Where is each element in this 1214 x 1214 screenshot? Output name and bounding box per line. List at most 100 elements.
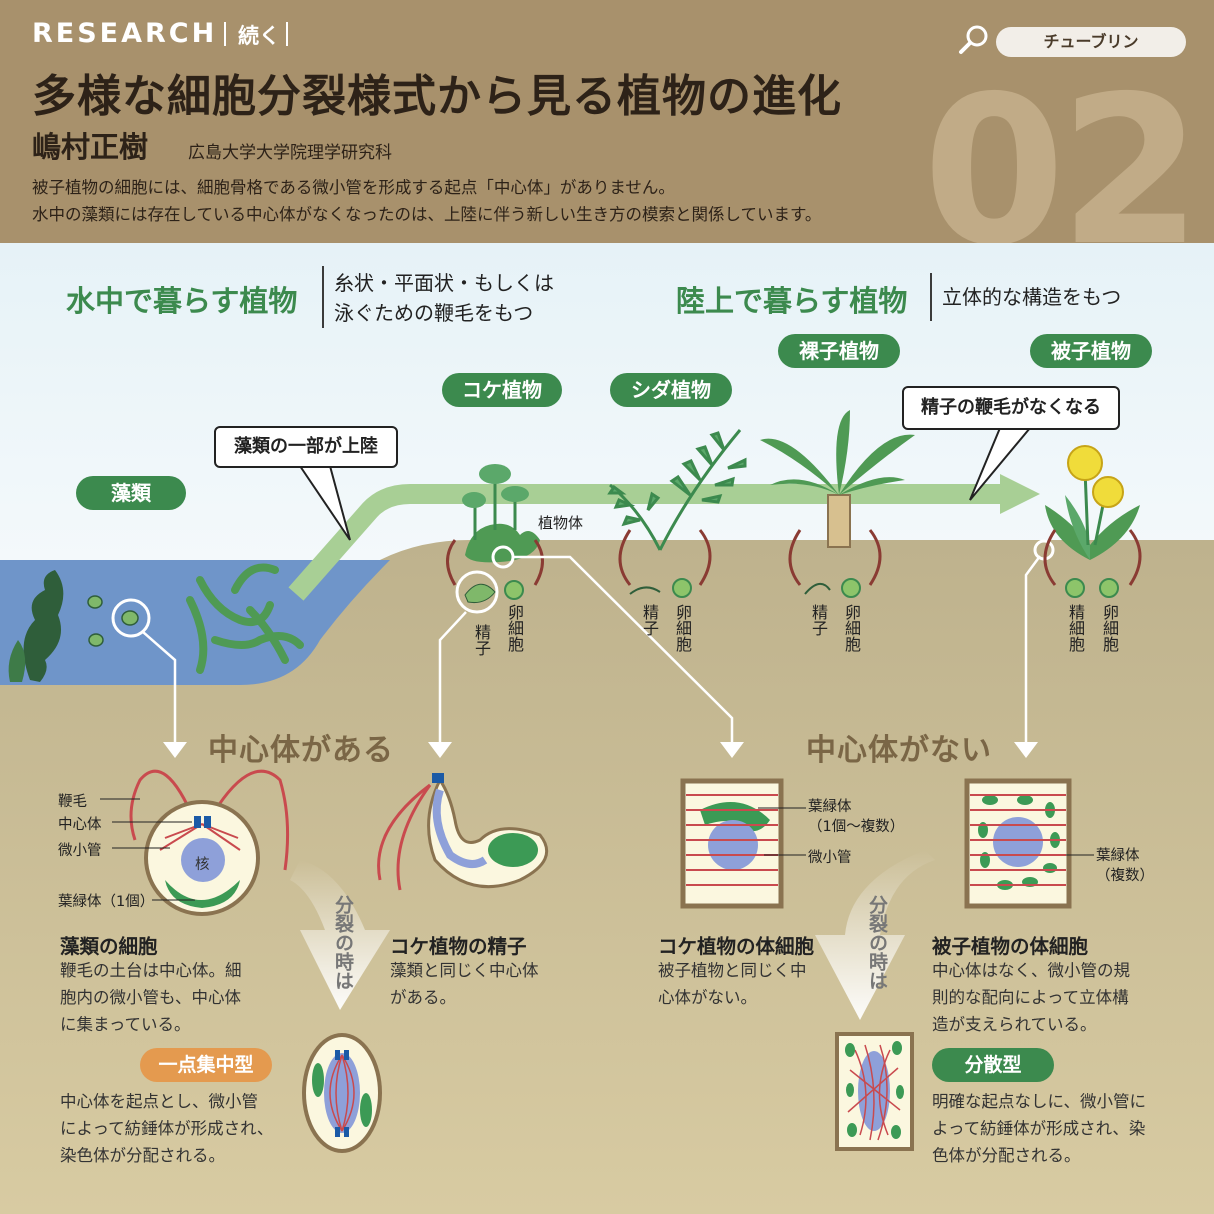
text-line: 鞭毛の土台は中心体。細 xyxy=(60,961,242,980)
text-line: によって紡錘体が形成され、 xyxy=(60,1119,274,1138)
flagella-loss-callout: 精子の鞭毛がなくなる xyxy=(902,386,1120,430)
issue-number: 02 xyxy=(922,53,1202,291)
evolution-arrow-head xyxy=(1000,474,1040,514)
keyword-tag[interactable]: チューブリン xyxy=(996,27,1186,57)
microtubule-label: 微小管 xyxy=(58,843,102,859)
divider xyxy=(286,22,288,46)
microtubule-label: 微小管 xyxy=(808,850,852,866)
plant-body-label: 植物体 xyxy=(538,514,584,532)
sperm-label: 精子 xyxy=(472,624,491,656)
algae-pill: 藻類 xyxy=(76,476,186,510)
zoom-circle xyxy=(455,570,499,614)
series-label: RESEARCH xyxy=(32,18,218,49)
lifecycle-arrows xyxy=(446,529,1142,586)
moss-sperm-diagram xyxy=(377,773,549,891)
chloroplast-label: 葉緑体（1個） xyxy=(58,894,155,910)
text-line: よって紡錘体が形成され、染 xyxy=(932,1119,1146,1138)
fern-pill: シダ植物 xyxy=(610,373,732,407)
zoom-circle xyxy=(111,598,151,638)
desc-line: 糸状・平面状・もしくは xyxy=(334,271,554,295)
label-line: （1個～複数） xyxy=(808,819,905,835)
algae-cell-icon xyxy=(87,595,139,647)
egg-label: 卵細胞 xyxy=(1100,604,1119,652)
algae-cell-text: 鞭毛の土台は中心体。細 胞内の微小管も、中心体 に集まっている。 xyxy=(60,957,242,1038)
division-arrow xyxy=(290,860,390,1010)
text-line: 中心体を起点とし、微小管 xyxy=(60,1092,258,1111)
affiliation: 広島大学大学院理学研究科 xyxy=(188,143,392,163)
moss-somatic-title: コケ植物の体細胞 xyxy=(658,935,815,958)
moss-pill: コケ植物 xyxy=(442,373,562,407)
evolution-scene xyxy=(0,243,1214,1214)
angiosperm-pill: 被子植物 xyxy=(1030,334,1152,368)
lead-text: 被子植物の細胞には、細胞骨格である微小管を形成する起点「中心体」がありません。 xyxy=(32,178,675,197)
search-icon[interactable] xyxy=(958,24,990,60)
egg-label: 卵細胞 xyxy=(842,604,861,652)
continued-label: 続く xyxy=(238,24,280,48)
division-label: 分裂の時は xyxy=(866,895,888,990)
divider xyxy=(224,22,226,46)
sperm-label: 精子 xyxy=(809,604,828,636)
text-line: 胞内の微小管も、中心体 xyxy=(60,988,242,1007)
divider xyxy=(930,273,932,321)
text-line: 則的な配向によって立体構 xyxy=(932,988,1129,1007)
desc-line: 泳ぐための鞭毛をもつ xyxy=(334,301,534,325)
gymnosperm-pill: 裸子植物 xyxy=(778,334,900,368)
spindle-cell-diagram xyxy=(302,1033,382,1153)
moss-sperm-text: 藻類と同じく中心体 がある。 xyxy=(390,957,539,1011)
text-line: 明確な起点なしに、微小管に xyxy=(932,1092,1147,1111)
division-label: 分裂の時は xyxy=(332,895,354,990)
angiosperm-somatic-cell-diagram xyxy=(964,778,1094,909)
moss-somatic-cell-diagram xyxy=(680,778,806,909)
text-line: 造が支えられている。 xyxy=(932,1015,1097,1034)
page-title: 多様な細胞分裂様式から見る植物の進化 xyxy=(32,71,842,122)
filament-algae-icon xyxy=(186,563,304,674)
moss-sperm-title: コケ植物の精子 xyxy=(390,935,527,958)
egg-label: 卵細胞 xyxy=(673,604,692,652)
algae-cell-diagram xyxy=(129,769,290,916)
arrowheads xyxy=(163,742,1038,758)
text-line: 被子植物と同じく中 xyxy=(658,961,807,980)
leader-lines xyxy=(100,798,195,901)
angio-somatic-text: 中心体はなく、微小管の規 則的な配向によって立体構 造が支えられている。 xyxy=(932,957,1130,1038)
label-line: 葉緑体 xyxy=(808,799,852,815)
nucleus-label: 核 xyxy=(195,857,210,873)
text-line: 色体が分配される。 xyxy=(932,1146,1081,1165)
algae-cell-title: 藻類の細胞 xyxy=(60,935,158,958)
landing-callout: 藻類の一部が上陸 xyxy=(214,426,398,468)
land-heading: 陸上で暮らす植物 xyxy=(676,284,908,318)
angio-somatic-title: 被子植物の体細胞 xyxy=(932,935,1089,958)
division-arrow xyxy=(815,850,935,1020)
panel-title: 中心体がない xyxy=(806,733,992,768)
panel-title: 中心体がある xyxy=(208,733,394,768)
text-line: 染色体が分配される。 xyxy=(60,1146,225,1165)
dispersed-spindle-cell-diagram xyxy=(835,1032,914,1151)
aquatic-description: 糸状・平面状・もしくは 泳ぐための鞭毛をもつ xyxy=(334,268,554,328)
text-line: 中心体はなく、微小管の規 xyxy=(932,961,1130,980)
seaweed-icon xyxy=(8,570,64,682)
chloroplast-plural-label: 葉緑体 （複数） xyxy=(1096,846,1154,886)
egg-label: 卵細胞 xyxy=(505,604,524,652)
dandelion-plant-icon xyxy=(1045,445,1140,560)
text-line: 藻類と同じく中心体 xyxy=(390,961,539,980)
centrosome-label: 中心体 xyxy=(58,817,102,833)
label-line: （複数） xyxy=(1096,868,1154,884)
text-line: 心体がない。 xyxy=(658,988,757,1007)
dispersed-type-text: 明確な起点なしに、微小管に よって紡錘体が形成され、染 色体が分配される。 xyxy=(932,1088,1146,1169)
sperm-cell-label: 精細胞 xyxy=(1066,604,1085,652)
text-line: に集まっている。 xyxy=(60,1015,191,1034)
sperm-icon xyxy=(464,583,831,603)
fern-plant-icon xyxy=(607,429,747,551)
author-name: 嶋村正樹 xyxy=(32,130,149,164)
moss-plant-icon xyxy=(462,464,540,563)
label-line: 葉緑体 xyxy=(1096,848,1140,864)
text-line: がある。 xyxy=(390,988,456,1007)
moss-somatic-text: 被子植物と同じく中 心体がない。 xyxy=(658,957,807,1011)
divider xyxy=(322,266,324,328)
connector-lines xyxy=(142,555,1042,745)
aquatic-heading: 水中で暮らす植物 xyxy=(66,284,298,318)
sperm-label: 精子 xyxy=(640,604,659,636)
chloroplast-label: 葉緑体 （1個～複数） xyxy=(808,797,904,837)
centralized-type-text: 中心体を起点とし、微小管 によって紡錘体が形成され、 染色体が分配される。 xyxy=(60,1088,273,1169)
centralized-type-pill: 一点集中型 xyxy=(140,1048,272,1082)
land-description: 立体的な構造をもつ xyxy=(942,285,1122,309)
